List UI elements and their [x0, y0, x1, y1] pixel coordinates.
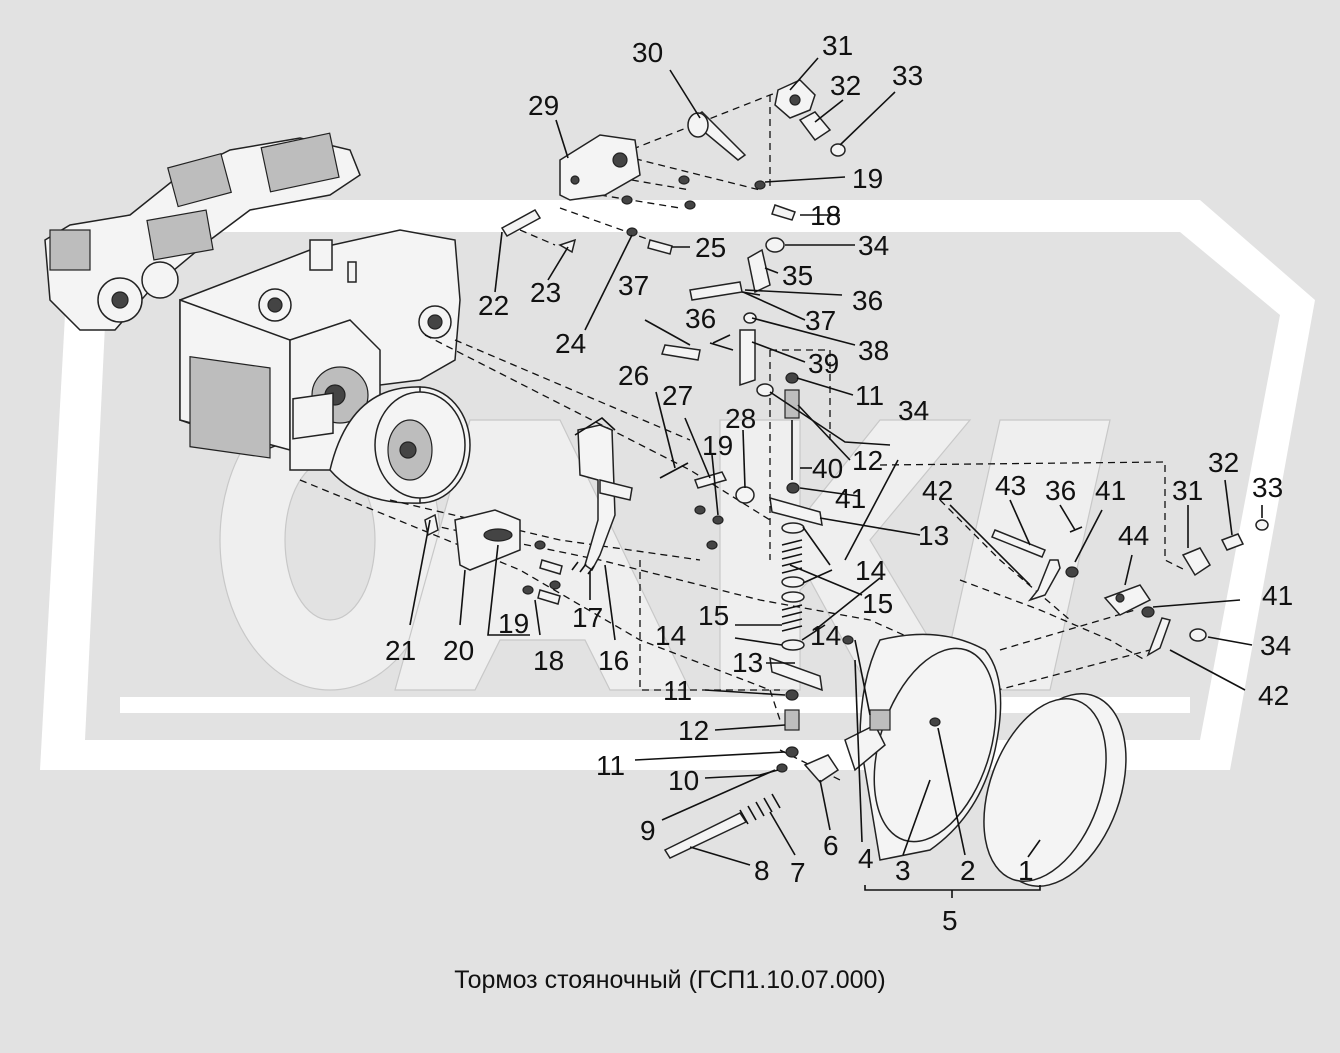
callout-19: 19: [498, 608, 529, 639]
callout-21: 21: [385, 635, 416, 666]
callout-36: 36: [685, 303, 716, 334]
callout-18: 18: [810, 200, 841, 231]
callout-14: 14: [855, 555, 886, 586]
callout-19: 19: [702, 430, 733, 461]
callout-34: 34: [898, 395, 929, 426]
callout-12: 12: [678, 715, 709, 746]
callout-9: 9: [640, 815, 656, 846]
callout-31: 31: [822, 30, 853, 61]
callout-43: 43: [995, 470, 1026, 501]
callout-5: 5: [942, 905, 958, 936]
callout-20: 20: [443, 635, 474, 666]
callout-11: 11: [855, 380, 884, 411]
callout-23: 23: [530, 277, 561, 308]
callout-14: 14: [810, 620, 841, 651]
callout-27: 27: [662, 380, 693, 411]
callout-30: 30: [632, 37, 663, 68]
diagram-caption: Тормоз стояночный (ГСП1.10.07.000): [454, 966, 886, 994]
callout-24: 24: [555, 328, 586, 359]
callout-3: 3: [895, 855, 911, 886]
callout-10: 10: [668, 765, 699, 796]
callout-13: 13: [918, 520, 949, 551]
callout-44: 44: [1118, 520, 1149, 551]
callout-17: 17: [572, 602, 603, 633]
callout-33: 33: [1252, 472, 1283, 503]
callout-19: 19: [852, 163, 883, 194]
callout-25: 25: [695, 232, 726, 263]
callout-34: 34: [858, 230, 889, 261]
callout-11: 11: [596, 750, 625, 781]
callout-31: 31: [1172, 475, 1203, 506]
callout-37: 37: [618, 270, 649, 301]
callout-14: 14: [655, 620, 686, 651]
callout-38: 38: [858, 335, 889, 366]
callout-6: 6: [823, 830, 839, 861]
callout-2: 2: [960, 855, 976, 886]
callout-15: 15: [698, 600, 729, 631]
callout-22: 22: [478, 290, 509, 321]
callout-26: 26: [618, 360, 649, 391]
callout-37: 37: [805, 305, 836, 336]
callout-36: 36: [852, 285, 883, 316]
callout-32: 32: [1208, 447, 1239, 478]
callout-1: 1: [1018, 855, 1034, 886]
leader-lines: [409, 57, 1263, 898]
callout-numbers: 30 31 32 33 29 19 18 25 34 22 23 24 35 3…: [385, 30, 1293, 936]
callout-4: 4: [858, 843, 874, 874]
callout-41: 41: [835, 483, 866, 514]
callout-28: 28: [725, 403, 756, 434]
callout-40: 40: [812, 453, 843, 484]
callout-36: 36: [1045, 475, 1076, 506]
callout-34: 34: [1260, 630, 1291, 661]
callout-33: 33: [892, 60, 923, 91]
callout-42: 42: [1258, 680, 1289, 711]
callout-41: 41: [1095, 475, 1126, 506]
callout-13: 13: [732, 647, 763, 678]
callout-11: 11: [663, 675, 692, 706]
callout-29: 29: [528, 90, 559, 121]
callout-32: 32: [830, 70, 861, 101]
callout-42: 42: [922, 475, 953, 506]
callout-35: 35: [782, 260, 813, 291]
callout-7: 7: [790, 857, 806, 888]
callout-15: 15: [862, 588, 893, 619]
callout-41: 41: [1262, 580, 1293, 611]
callout-39: 39: [808, 348, 839, 379]
callout-18: 18: [533, 645, 564, 676]
gearbox-assembly: [44, 132, 471, 504]
callout-12: 12: [852, 445, 883, 476]
callout-8: 8: [754, 855, 770, 886]
callout-16: 16: [598, 645, 629, 676]
